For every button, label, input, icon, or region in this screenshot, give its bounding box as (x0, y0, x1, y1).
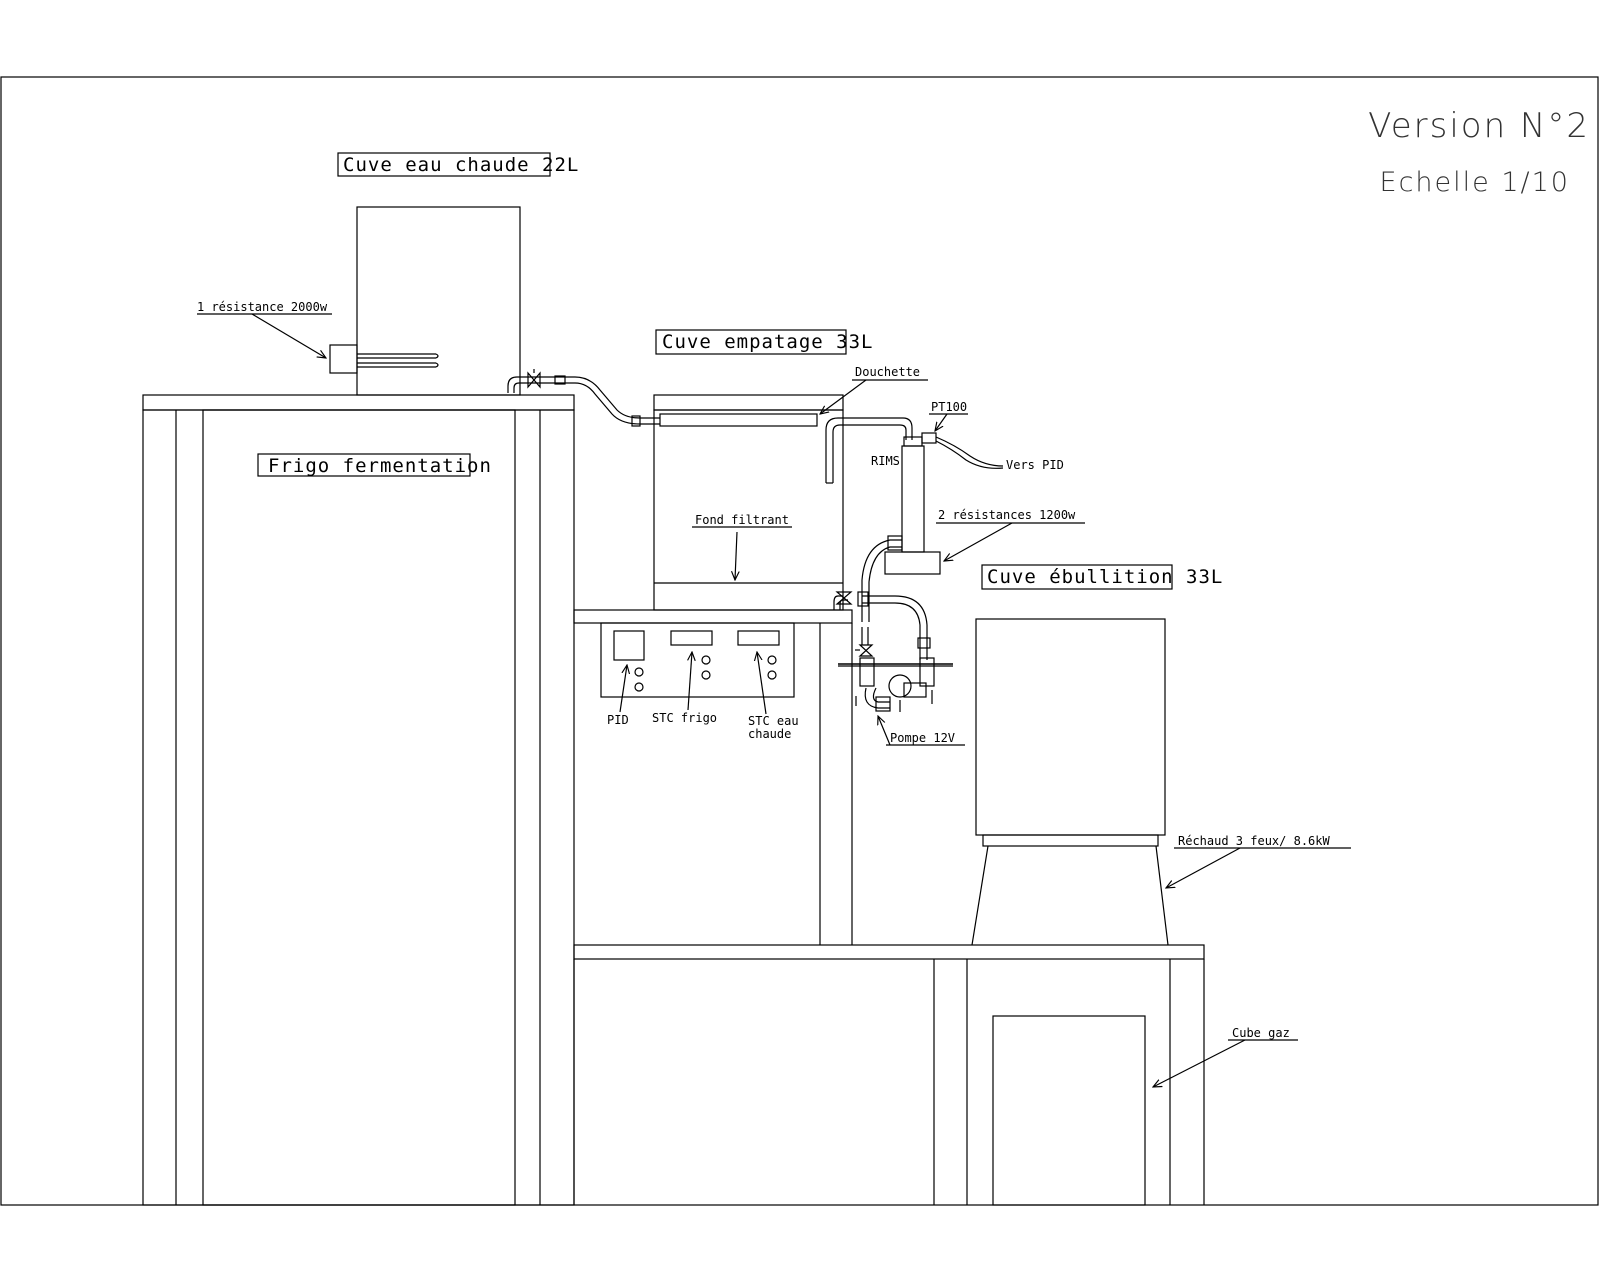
fridge-label-box (257, 453, 471, 477)
sparge-arm (659, 413, 818, 427)
false-bottom-label: Fond filtrant (695, 513, 789, 527)
fridge-hatch (202, 409, 516, 1206)
scale-label: Echelle 1/10 (1380, 167, 1570, 198)
boil-tank-label-box (981, 564, 1173, 590)
pump-impeller (888, 674, 912, 698)
sparge-label: Douchette (855, 365, 920, 379)
to-pid-label: Vers PID (1006, 458, 1064, 472)
boil-tank: Cuve ébullition 33L Réchaud 3 feux/ 8.6k… (971, 564, 1351, 946)
version-title: Version N°2 (1368, 106, 1590, 146)
hot-water-tank-label-box (337, 152, 551, 177)
pid-label: PID (607, 713, 629, 727)
rims-tube: RIMS PT100 Vers PID 2 résistances 1200w (861, 400, 1085, 622)
control-cabinet: PID STC frigo STC eau chaude (573, 609, 853, 945)
hot-water-tank-label: Cuve eau chaude 22L (343, 154, 579, 176)
control-panel (600, 622, 795, 698)
pid-display (613, 630, 645, 661)
gas-cube-label: Cube gaz (1232, 1026, 1290, 1040)
fridge-label: Frigo fermentation (268, 455, 492, 477)
mash-tank-label: Cuve empatage 33L (662, 331, 873, 353)
heating-element-2000w (329, 344, 358, 374)
rims-heater-block (884, 551, 941, 575)
pump-valve-icon (858, 644, 874, 657)
pt100-label: PT100 (931, 400, 967, 414)
drawing-frame (0, 76, 1599, 1206)
valve-icon (527, 371, 541, 389)
fermentation-fridge: Frigo fermentation (142, 394, 575, 1206)
pump-assembly: Pompe 12V (833, 591, 965, 746)
stc-fridge-display (670, 630, 713, 646)
boil-tank-label: Cuve ébullition 33L (987, 566, 1223, 588)
lower-bench: Cube gaz (573, 944, 1298, 1206)
mash-tank-label-box (655, 329, 847, 355)
stc-hot-water-display (737, 630, 780, 646)
burner-label: Réchaud 3 feux/ 8.6kW (1178, 834, 1330, 848)
resistance-2000-label: 1 résistance 2000w (197, 300, 328, 314)
resistances-1200-label: 2 résistances 1200w (938, 508, 1076, 522)
mash-tank: Cuve empatage 33L Douchette Fond filtran… (653, 329, 928, 611)
hot-water-tank: Cuve eau chaude 22L 1 résistance 2000w (197, 152, 579, 396)
stc-fridge-label: STC frigo (652, 711, 717, 725)
rims-label: RIMS (871, 454, 900, 468)
stc-hot-water-label-1: STC eau (748, 714, 799, 728)
hot-water-pipe (507, 369, 660, 427)
gas-cube (992, 1015, 1146, 1206)
pump-label: Pompe 12V (890, 731, 955, 745)
pt100-sensor (921, 432, 937, 444)
stc-hot-water-label-2: chaude (748, 727, 791, 741)
